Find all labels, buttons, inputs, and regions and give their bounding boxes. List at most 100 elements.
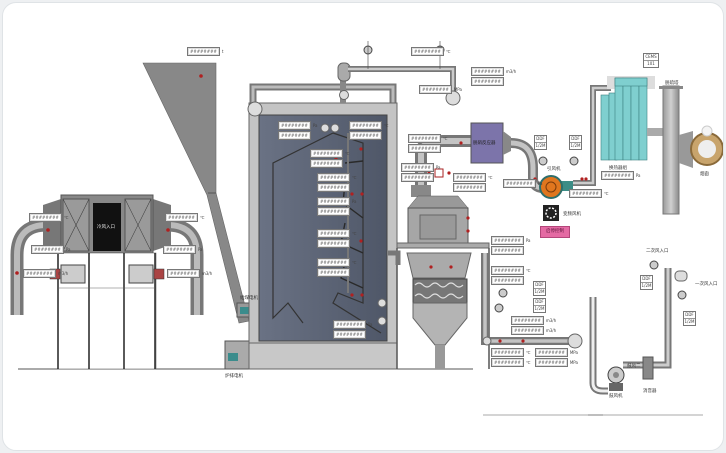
readout-unit: m3/h xyxy=(505,69,517,74)
readout-value: ######## xyxy=(453,173,486,182)
readout: ########℃ xyxy=(411,47,450,56)
silencer-label: 消音器 xyxy=(643,389,657,394)
ddf-line: 1/2M xyxy=(570,143,581,148)
readout-unit: ℃ xyxy=(63,215,69,220)
readout: ########m3/h xyxy=(23,269,68,278)
readout: ######## xyxy=(491,276,526,285)
tower-label: 脱硫塔 xyxy=(665,81,679,86)
readout-value: ######## xyxy=(29,213,62,222)
ddf-line: DDF xyxy=(684,312,695,319)
readout: ########℃ xyxy=(569,189,608,198)
readout-unit: Pa xyxy=(435,165,441,170)
readout-value: ######## xyxy=(535,358,568,367)
readout-value: ######## xyxy=(408,134,441,143)
readout-value: ######## xyxy=(349,131,382,140)
ddf-line: DDF xyxy=(534,282,545,289)
readout-value: ######## xyxy=(401,173,434,182)
readout-unit: Pa xyxy=(525,238,531,243)
induced-fan xyxy=(529,85,611,221)
readout-unit: ℃ xyxy=(351,175,357,180)
readout-unit: Pa xyxy=(351,199,357,204)
readout-value: ######## xyxy=(408,144,441,153)
readout-value: ######## xyxy=(569,189,602,198)
readout: ########℃ xyxy=(349,121,388,130)
readout: ########m3/h xyxy=(511,316,556,325)
readout-unit: Pa xyxy=(65,247,71,252)
readout: ########m3/h xyxy=(511,326,556,335)
grate-motor-icon xyxy=(228,353,238,361)
readout-unit: ℃ xyxy=(525,350,531,355)
readout-value: ######## xyxy=(349,121,382,130)
readout: ########MPa xyxy=(419,85,462,94)
readout-value: ######## xyxy=(491,358,524,367)
readout-value: ######## xyxy=(187,47,220,56)
readout-value: ######## xyxy=(491,236,524,245)
readout: ########℃ xyxy=(453,173,492,182)
ddf-line: 1/2M xyxy=(684,319,695,324)
readout-unit: m3/h xyxy=(545,318,557,323)
ddf-line: DDF xyxy=(535,136,546,143)
readout-value: ######## xyxy=(503,179,536,188)
readout-unit: MPa xyxy=(453,87,462,92)
cems-value: 101 xyxy=(647,61,655,66)
readout: ########℃ xyxy=(29,213,68,222)
slag-label: 炉排电机 xyxy=(225,374,243,379)
primary-air-label: 一次风入口 xyxy=(695,282,718,287)
readout: ########m3/h xyxy=(167,269,212,278)
readout-value: ######## xyxy=(317,183,350,192)
readout: ########℃ xyxy=(165,213,204,222)
readout: ########℃ xyxy=(491,358,530,367)
readout-value: ######## xyxy=(317,173,350,182)
readout-unit: m3/h xyxy=(201,271,213,276)
readout-value: ######## xyxy=(491,266,524,275)
readout: ######## xyxy=(317,268,352,277)
start-stop-button[interactable]: 启停控制 xyxy=(540,226,570,238)
reactor-label: 脱硝反应器 xyxy=(473,141,496,146)
readout: ########MPa xyxy=(535,358,578,367)
readout-value: ######## xyxy=(491,246,524,255)
readout: ########℃ xyxy=(317,173,356,182)
readout: ########℃ xyxy=(310,149,349,158)
readout-unit: ℃ xyxy=(525,268,531,273)
readout: ########m3/h xyxy=(471,67,516,76)
readout-unit: Pa xyxy=(635,173,641,178)
ddf-line: 1/2M xyxy=(535,143,546,148)
readout-value: ######## xyxy=(165,213,198,222)
readout-value: ######## xyxy=(167,269,200,278)
readout-value: ######## xyxy=(278,131,311,140)
ddf-line: DDF xyxy=(534,299,545,306)
readout: ########℃ xyxy=(317,258,356,267)
readout-unit: ℃ xyxy=(445,49,451,54)
readout-value: ######## xyxy=(601,171,634,180)
readout-unit: ℃ xyxy=(487,175,493,180)
readout: ########MPa xyxy=(535,348,578,357)
secondary-air-label: 二次风入口 xyxy=(646,249,669,254)
readout-value: ######## xyxy=(535,348,568,357)
readout: ########Pa xyxy=(503,179,543,188)
readout: ######## xyxy=(401,173,436,182)
readout-value: ######## xyxy=(23,269,56,278)
readout-value: ######## xyxy=(317,207,350,216)
readout: ########℃ xyxy=(408,134,447,143)
ddf-line: 1/2M xyxy=(534,289,545,294)
readout-value: ######## xyxy=(419,85,452,94)
readout-unit: ℃ xyxy=(344,151,350,156)
readout-value: ######## xyxy=(31,245,64,254)
readout-value: ######## xyxy=(401,163,434,172)
readout: ######## xyxy=(471,77,506,86)
readout-value: ######## xyxy=(491,348,524,357)
readout-value: ######## xyxy=(471,67,504,76)
readout-unit: Pa xyxy=(197,247,203,252)
readout-unit: ℃ xyxy=(199,215,205,220)
inverter-fan-label: 变频风机 xyxy=(563,212,581,217)
reactor xyxy=(470,122,504,164)
ddf-line: 1/2M xyxy=(641,283,652,288)
readout-unit: Pa xyxy=(367,322,373,327)
